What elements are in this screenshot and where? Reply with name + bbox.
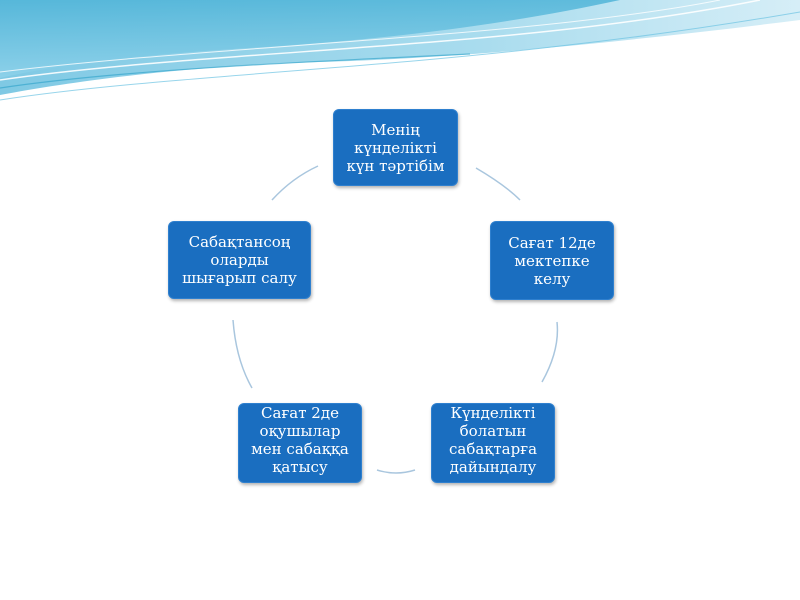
connector-2-3 (541, 321, 559, 383)
connector-3-4 (376, 469, 416, 474)
connector-5-1 (271, 165, 319, 201)
cycle-node-3: Күнделікті болатын сабақтарға дайындалу (431, 403, 555, 483)
connector-1-2 (475, 167, 521, 201)
cycle-node-2: Сағат 12де мектепке келу (490, 221, 614, 300)
cycle-node-3-label: Күнделікті болатын сабақтарға дайындалу (448, 404, 538, 476)
cycle-node-5: Сабақтансоң оларды шығарып салу (168, 221, 311, 299)
connector-4-5 (232, 319, 253, 389)
cycle-node-2-label: Сағат 12де мектепке келу (508, 233, 596, 288)
header-wave-decoration (0, 0, 800, 101)
cycle-node-4: Сағат 2де оқушылар мен сабаққа қатысу (238, 403, 362, 483)
cycle-node-1-label: Менің күнделікті күн тәртібім (346, 120, 445, 175)
cycle-node-1: Менің күнделікті күн тәртібім (333, 109, 458, 186)
cycle-node-4-label: Сағат 2де оқушылар мен сабаққа қатысу (251, 404, 349, 476)
cycle-node-5-label: Сабақтансоң оларды шығарып салу (182, 233, 297, 287)
